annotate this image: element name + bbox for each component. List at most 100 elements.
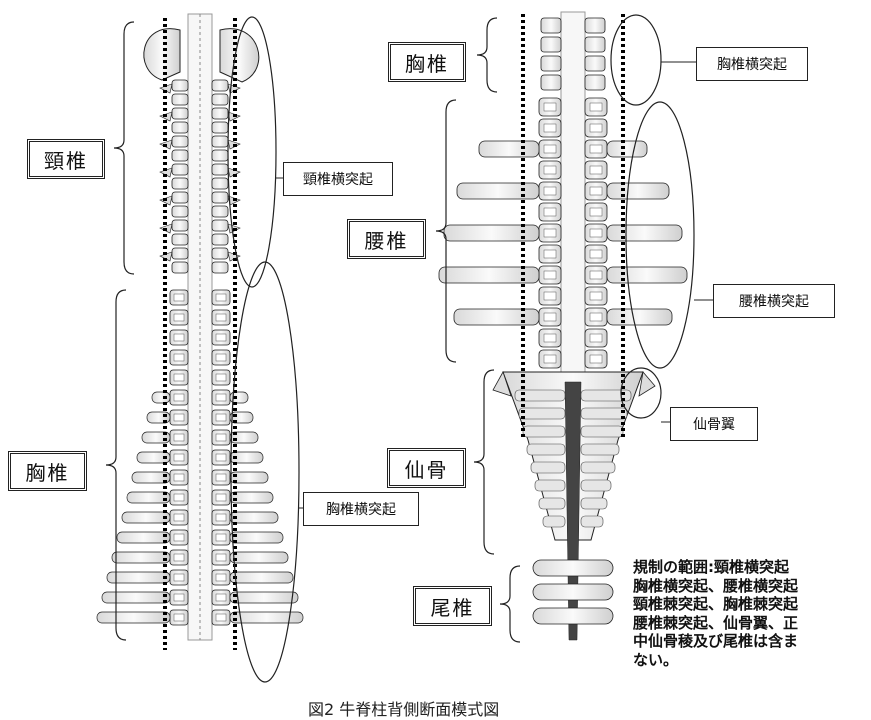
rib-left <box>136 451 171 464</box>
lumbar-facet-inner <box>589 354 603 364</box>
thoracic-facet-inner <box>215 413 227 422</box>
note-line-6: ない。 <box>633 650 679 669</box>
rib-right <box>229 511 279 524</box>
sacral-segment <box>580 407 628 420</box>
lumbar-transverse-ellipse <box>625 101 695 369</box>
rib-right <box>229 551 289 564</box>
thoracic-facet <box>540 36 562 53</box>
thoracic-facet <box>584 74 606 91</box>
coccyx-vertebra <box>532 559 614 577</box>
thoracic-bracket-right <box>476 17 498 93</box>
lumbar-facet-inner <box>589 270 603 280</box>
lumbar-facet-inner <box>589 249 603 259</box>
thoracic-facet-inner <box>215 473 227 482</box>
cervical-facet <box>171 79 189 92</box>
sacral-segment <box>580 515 604 528</box>
cervical-facet <box>211 149 229 162</box>
rib-left <box>101 591 171 604</box>
lumbar-process-left <box>453 308 540 326</box>
thoracic-facet-inner <box>215 493 227 502</box>
sacral-segment <box>538 497 566 510</box>
thoracic-facet-inner <box>215 593 227 602</box>
cervical-facet <box>211 107 229 120</box>
cervical-facet <box>171 107 189 120</box>
rib-left <box>111 551 171 564</box>
lumbar-facet-inner <box>589 228 603 238</box>
sacral-wing-right <box>638 371 656 397</box>
cervical-facet <box>211 93 229 106</box>
sacral-segment <box>534 479 566 492</box>
lumbar-bracket <box>435 99 457 363</box>
lumbar-facet-inner <box>589 123 603 133</box>
thoracic-facet <box>540 55 562 72</box>
coccyx-label: 尾椎 <box>413 586 492 626</box>
lumbar-facet-inner <box>543 333 557 343</box>
cervical-facet <box>171 191 189 204</box>
thoracic-facet-inner <box>173 353 185 362</box>
cervical-facet <box>171 233 189 246</box>
regulation-scope-note: 規制の範囲:頸椎横突起 胸椎横突起、腰椎横突起 頸椎棘突起、胸椎棘突起 腰椎棘突… <box>633 558 871 669</box>
sacral-segment <box>522 425 566 438</box>
note-line-4: 腰椎棘突起、仙骨翼、正 <box>633 613 799 632</box>
lumbar-facet-inner <box>543 291 557 301</box>
coccyx-vertebra <box>532 607 614 625</box>
thoracic-facet <box>540 17 562 34</box>
thoracic-facet-inner <box>173 553 185 562</box>
thoracic-facet-inner <box>173 313 185 322</box>
thoracic-transverse-ellipse-right <box>610 14 662 106</box>
sacral-segment <box>580 497 608 510</box>
thoracic-facet-inner <box>215 393 227 402</box>
cervical-facet <box>211 219 229 232</box>
left-spine-drawing <box>96 13 304 650</box>
sacral-segment <box>580 425 624 438</box>
coccyx-vertebra <box>532 583 614 601</box>
median-sacral-crest <box>564 381 582 641</box>
thoracic-facet-inner <box>215 373 227 382</box>
note-line-5: 中仙骨稜及び尾椎は含ま <box>633 632 799 650</box>
lumbar-facet-inner <box>589 333 603 343</box>
sacrum-bracket <box>473 369 495 555</box>
cervical-facet <box>171 219 189 232</box>
lumbar-facet-inner <box>543 186 557 196</box>
thoracic-label-left: 胸椎 <box>8 451 87 491</box>
lumbar-process-right <box>606 308 673 326</box>
atlas-wing-right <box>219 28 260 83</box>
rib-left <box>151 391 171 404</box>
cervical-facet <box>171 247 189 260</box>
cervical-facet <box>171 205 189 218</box>
thoracic-facet <box>584 36 606 53</box>
figure-caption: 図2 牛脊柱背側断面模式図 <box>308 700 500 719</box>
sacral-segment <box>530 461 566 474</box>
lumbar-process-left <box>438 266 540 284</box>
rib-right <box>229 391 249 404</box>
cervical-facet <box>211 261 229 274</box>
rib-left <box>96 611 171 624</box>
thoracic-bracket-left <box>105 289 127 641</box>
thoracic-facet-inner <box>173 493 185 502</box>
thoracic-facet <box>584 55 606 72</box>
lumbar-facet-inner <box>589 291 603 301</box>
sacrum-label: 仙骨 <box>387 448 466 488</box>
rib-left <box>106 571 171 584</box>
atlas-wing-left <box>143 28 181 81</box>
thoracic-facet-inner <box>215 293 227 302</box>
lumbar-process-left <box>478 140 540 158</box>
note-line-1: 規制の範囲:頸椎横突起 <box>633 558 871 577</box>
rib-right <box>229 491 274 504</box>
lumbar-facet-inner <box>543 354 557 364</box>
lumbar-facet-inner <box>589 207 603 217</box>
cervical-facet <box>211 247 229 260</box>
cervical-facet <box>211 163 229 176</box>
cervical-transverse-process-label: 頸椎横突起 <box>283 162 393 196</box>
lumbar-process-left <box>456 182 540 200</box>
sacral-segment <box>580 461 616 474</box>
thoracic-facet-inner <box>215 613 227 622</box>
rib-left <box>116 531 171 544</box>
lumbar-transverse-process-label: 腰椎横突起 <box>713 284 835 318</box>
note-line-3: 頸椎棘突起、胸椎棘突起 <box>633 595 799 613</box>
thoracic-transverse-ellipse-left <box>230 261 300 683</box>
lumbar-facet-inner <box>589 165 603 175</box>
thoracic-facet-inner <box>215 313 227 322</box>
annotation-lines <box>227 14 713 683</box>
